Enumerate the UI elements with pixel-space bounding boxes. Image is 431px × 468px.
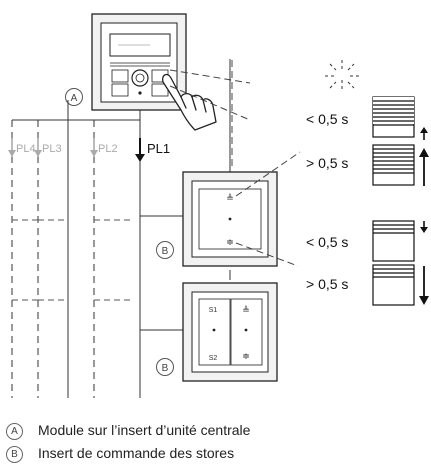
blind-control-insert-upper: ≜ ≑ bbox=[182, 171, 278, 267]
pl1-arrow bbox=[135, 138, 145, 162]
blind-icon-short-down bbox=[372, 220, 428, 262]
central-unit-dial bbox=[131, 69, 149, 87]
pl1-label: PL1 bbox=[147, 141, 170, 156]
up-symbol: ≜ bbox=[226, 193, 234, 203]
legend-text-a: Module sur l’insert d’unité centrale bbox=[38, 422, 251, 438]
marker-b-upper-label: B bbox=[162, 246, 169, 257]
marker-b-lower: B bbox=[156, 358, 174, 376]
legend-text-b: Insert de commande des stores bbox=[38, 445, 235, 461]
timing-short-down: < 0,5 s bbox=[306, 234, 348, 250]
legend-marker-b: B bbox=[6, 446, 23, 463]
pl3-arrow bbox=[34, 138, 42, 157]
legend-marker-a: A bbox=[6, 423, 23, 440]
blind-control-insert-lower: S1 S2 ≜ ≑ bbox=[182, 282, 278, 382]
branch-ticks bbox=[12, 219, 130, 301]
s1-label: S1 bbox=[209, 307, 218, 314]
s2-label: S2 bbox=[209, 355, 218, 362]
pl3-label: PL3 bbox=[42, 143, 62, 155]
callout-lines-a bbox=[169, 69, 251, 121]
pl4-arrow bbox=[8, 138, 16, 157]
timing-short-up: < 0,5 s bbox=[306, 111, 348, 127]
callout-lines-b bbox=[235, 151, 301, 267]
central-unit-buttons bbox=[111, 69, 169, 97]
blind-icon-long-down bbox=[372, 264, 429, 306]
branch-lines bbox=[11, 120, 95, 398]
blind-icon-long-up bbox=[372, 144, 429, 186]
central-unit-module bbox=[91, 13, 187, 111]
legend-item-b: B Insert de commande des stores bbox=[0, 444, 431, 466]
flash-icon bbox=[325, 60, 360, 92]
marker-b-lower-label: B bbox=[162, 363, 169, 374]
timing-long-down: > 0,5 s bbox=[306, 276, 348, 292]
svg-text:≑: ≑ bbox=[242, 351, 250, 361]
down-symbol: ≑ bbox=[226, 237, 234, 247]
legend-item-a: A Module sur l’insert d’unité centrale bbox=[0, 421, 431, 443]
pl2-arrow bbox=[90, 138, 98, 157]
marker-a-label: A bbox=[71, 93, 78, 104]
pl2-label: PL2 bbox=[98, 143, 118, 155]
timing-long-up: > 0,5 s bbox=[306, 155, 348, 171]
marker-b-upper: B bbox=[156, 241, 174, 259]
blind-icon-short-up bbox=[372, 96, 428, 140]
blind-control-diagram: A bbox=[8, 13, 429, 398]
pl4-label: PL4 bbox=[16, 143, 36, 155]
svg-text:≜: ≜ bbox=[242, 305, 250, 315]
marker-a: A bbox=[65, 88, 83, 106]
